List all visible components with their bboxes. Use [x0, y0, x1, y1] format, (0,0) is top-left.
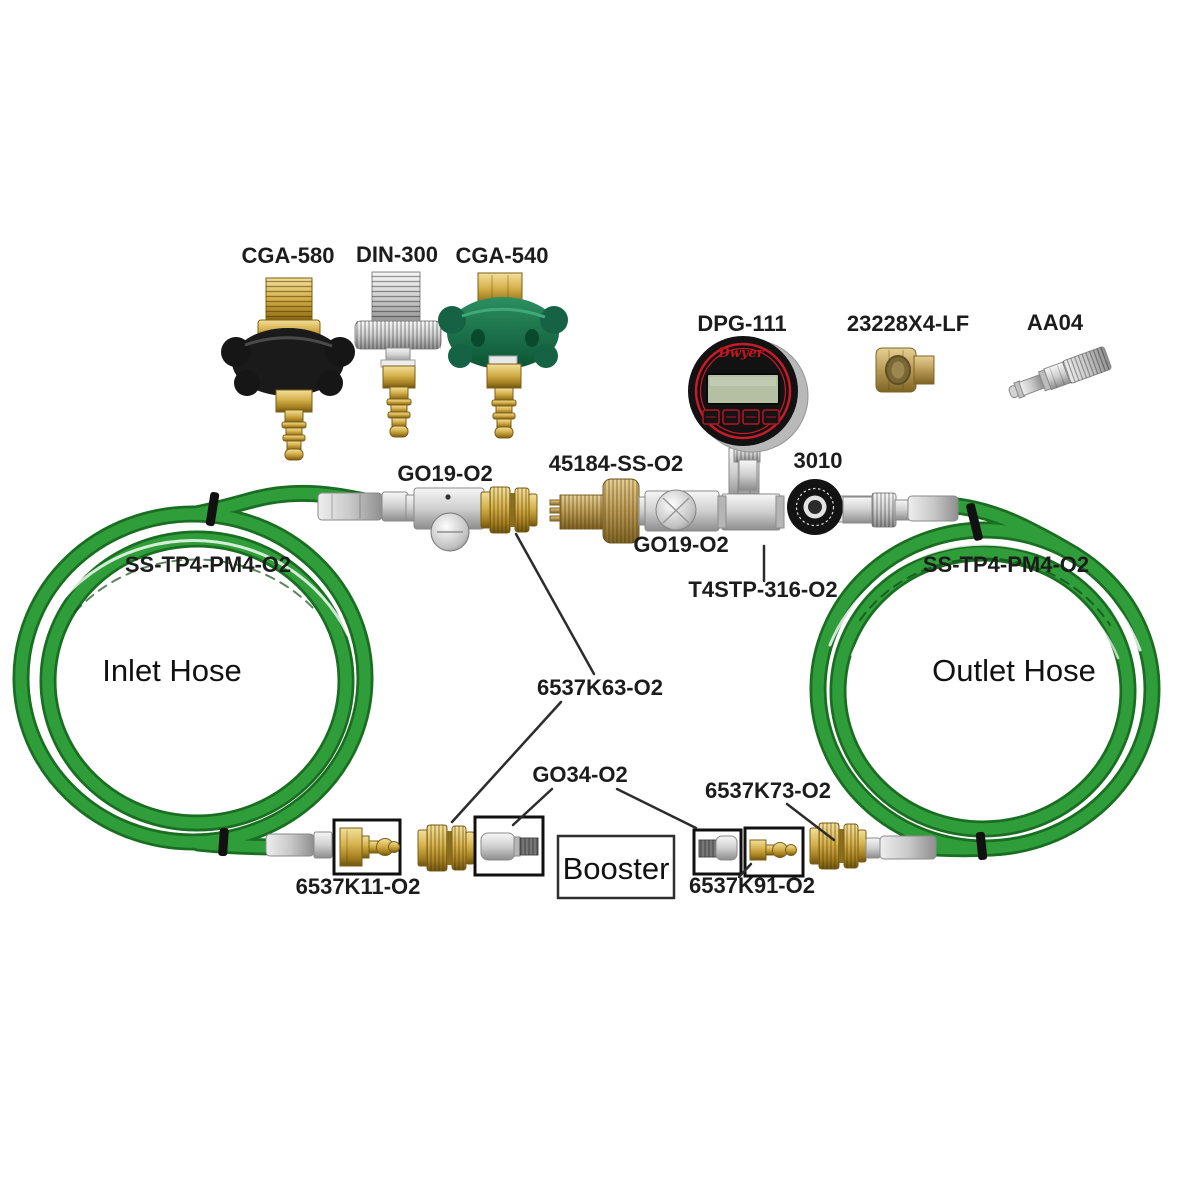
cable-tie [205, 492, 220, 527]
label-aa04: AA04 [1027, 310, 1084, 335]
coupler-6537k63-bottom [417, 824, 475, 872]
leader-6537k73 [785, 802, 836, 842]
inlet-hose-coil [12, 484, 395, 857]
outlet-hose-end-bottom [865, 835, 937, 860]
box-adapter-go34-left [473, 815, 545, 877]
label-dpg111: DPG-111 [697, 311, 786, 336]
bushing-23228x4lf [875, 347, 935, 393]
leader-6537k63-bottom [450, 700, 563, 824]
labels: CGA-580 DIN-300 CGA-540 DPG-111 23228X4-… [102, 242, 1096, 899]
box-plug-6537k91 [743, 826, 805, 878]
label-outlet-hose-part: SS-TP4-PM4-O2 [923, 552, 1089, 577]
leader-6537k63-top [514, 532, 596, 676]
outlet-quick-disconnect [842, 492, 910, 528]
inlet-quick-coupler [480, 486, 538, 534]
label-go19-outlet: GO19-O2 [633, 532, 728, 557]
pressure-gauge-dpg111: Dwyer [688, 336, 809, 491]
cable-tie [975, 831, 988, 861]
label-6537k91: 6537K91-O2 [689, 873, 815, 898]
inlet-hose-end [317, 491, 409, 522]
cable-tie [966, 502, 983, 541]
label-45184: 45184-SS-O2 [549, 451, 684, 476]
label-inlet-hose-name: Inlet Hose [102, 653, 242, 688]
coupler-6537k73 [809, 822, 867, 870]
adapter-cga540 [438, 272, 568, 439]
stem-adapter-aa04 [1008, 346, 1112, 399]
leader-6537k91 [737, 862, 753, 879]
label-inlet-hose-part: SS-TP4-PM4-O2 [125, 552, 291, 577]
plug-6537k11 [339, 827, 400, 867]
adapter-cga580 [221, 277, 355, 461]
label-go19-inlet: GO19-O2 [397, 461, 492, 486]
inlet-hose-end-bottom [265, 831, 333, 859]
label-cga540: CGA-540 [456, 243, 549, 268]
booster-label: Booster [563, 851, 670, 886]
leader-go34-left [511, 787, 554, 827]
leader-lines [450, 532, 836, 879]
outlet-valve-go19 [638, 489, 728, 532]
label-6537k63: 6537K63-O2 [537, 675, 663, 700]
label-6537k73: 6537K73-O2 [705, 778, 831, 803]
leader-go34-right [615, 787, 698, 830]
label-go34: GO34-O2 [532, 762, 627, 787]
label-cga580: CGA-580 [242, 243, 335, 268]
booster-box: Booster [556, 834, 676, 900]
cable-tie [218, 827, 229, 857]
label-outlet-hose-name: Outlet Hose [932, 653, 1096, 688]
label-3010: 3010 [794, 448, 843, 473]
gauge-buttons [702, 409, 780, 425]
outlet-hose-coil [809, 496, 1161, 861]
box-adapter-go34-right [692, 828, 743, 876]
adapter-go34-right [698, 835, 738, 861]
inlet-valve-go19 [405, 487, 485, 552]
cylinder-adapter-45184 [549, 478, 640, 544]
adapter-go34-left [480, 832, 539, 861]
label-23228x4lf: 23228X4-LF [847, 311, 969, 336]
outlet-hose-end-top [907, 495, 959, 522]
label-t4stp: T4STP-316-O2 [688, 577, 837, 602]
label-6537k11: 6537K11-O2 [296, 874, 421, 899]
gauge-brand-logo: Dwyer [717, 346, 764, 361]
adapter-din300 [354, 271, 442, 438]
label-din300: DIN-300 [356, 242, 438, 267]
plug-6537k91 [749, 839, 797, 861]
